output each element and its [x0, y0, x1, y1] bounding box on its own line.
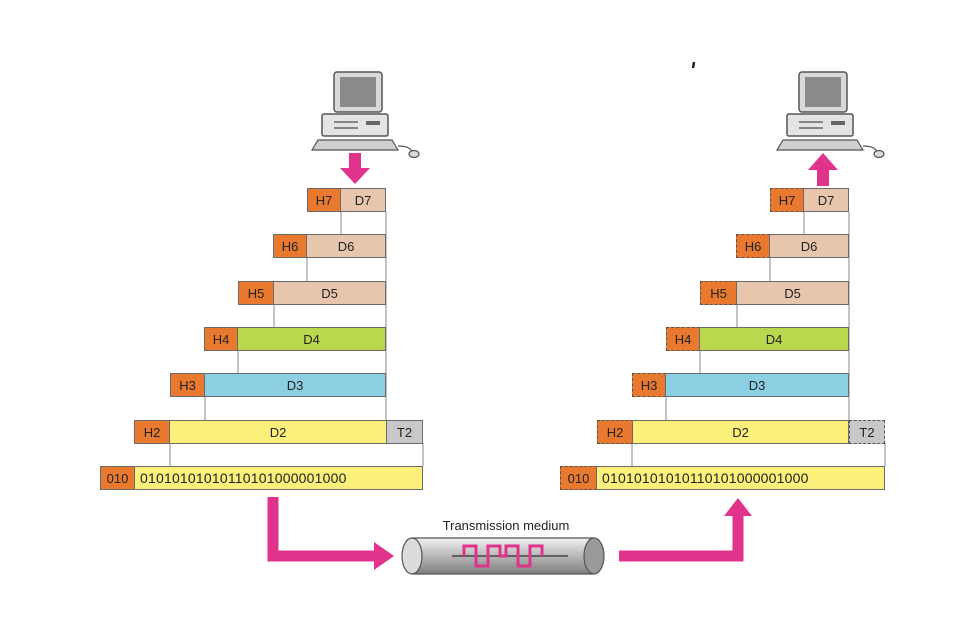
sender-h7-header: H7: [307, 188, 341, 212]
sender-d6-data: D6: [306, 234, 386, 258]
sender-to-medium-arrow-icon: [267, 497, 394, 570]
receiver-bitstream: 01010101010110101000001000: [596, 466, 885, 490]
receiver-h2-header: H2: [597, 420, 633, 444]
sender-computer-icon: [310, 71, 420, 159]
receiver-d5-data: D5: [736, 281, 849, 305]
sender-h5-header: H5: [238, 281, 274, 305]
sender-d3-data: D3: [204, 373, 386, 397]
receiver-t2-trailer: T2: [849, 420, 885, 444]
receiver-up-arrow-icon: [808, 153, 838, 186]
sender-t2-trailer: T2: [386, 420, 423, 444]
sender-guide-lines: [169, 212, 424, 466]
receiver-d3-data: D3: [665, 373, 849, 397]
stray-mark: [691, 61, 696, 69]
receiver-h5-header: H5: [700, 281, 737, 305]
sender-bitstream: 01010101010110101000001000: [134, 466, 423, 490]
sender-d5-data: D5: [273, 281, 386, 305]
sender-h3-header: H3: [170, 373, 205, 397]
sender-h6-header: H6: [273, 234, 307, 258]
receiver-h7-header: H7: [770, 188, 804, 212]
sender-d4-data: D4: [237, 327, 386, 351]
receiver-d2-data: D2: [632, 420, 849, 444]
receiver-h4-header: H4: [666, 327, 700, 351]
receiver-guide-lines: [631, 212, 886, 466]
transmission-medium-label: Transmission medium: [442, 518, 570, 533]
sender-d2-data: D2: [169, 420, 387, 444]
sender-bits-header: 010: [100, 466, 135, 490]
receiver-h6-header: H6: [736, 234, 770, 258]
sender-down-arrow-icon: [340, 153, 370, 184]
receiver-d4-data: D4: [699, 327, 849, 351]
medium-to-receiver-arrow-icon: [619, 498, 752, 562]
receiver-d7-data: D7: [803, 188, 849, 212]
receiver-computer-icon: [775, 71, 885, 159]
receiver-bits-header: 010: [560, 466, 597, 490]
sender-h4-header: H4: [204, 327, 238, 351]
sender-d7-data: D7: [340, 188, 386, 212]
sender-h2-header: H2: [134, 420, 170, 444]
receiver-h3-header: H3: [632, 373, 666, 397]
transmission-medium-pipe-icon: [401, 537, 605, 575]
receiver-d6-data: D6: [769, 234, 849, 258]
